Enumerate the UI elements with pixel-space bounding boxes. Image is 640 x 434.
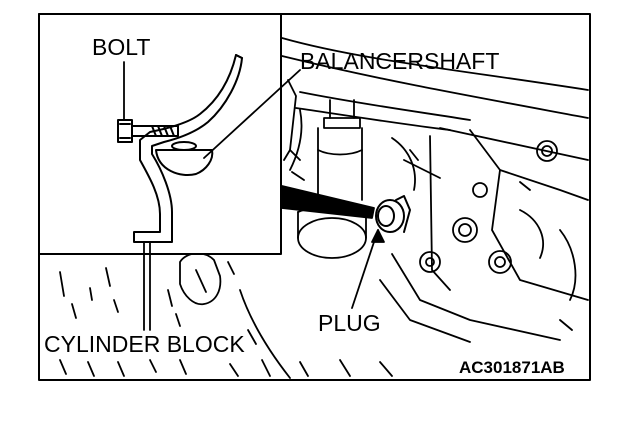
figure-code: AC301871AB: [459, 358, 565, 377]
cylinder-block-label: CYLINDER BLOCK: [44, 331, 245, 357]
bolt-label: BOLT: [92, 34, 151, 60]
balancer-shaft-label: BALANCERSHAFT: [300, 48, 500, 74]
bolt: [117, 119, 179, 143]
cylinder-block-section: [133, 54, 243, 243]
balancer-leader: [203, 69, 301, 159]
balancer-shaft-section: [155, 141, 214, 176]
engine-background-art: [281, 37, 589, 343]
leader-lines: [123, 61, 385, 331]
plug: [375, 195, 411, 233]
plug-leader: [351, 229, 379, 309]
plug-leader-arrow: [371, 229, 385, 243]
plug-label: PLUG: [318, 310, 381, 336]
